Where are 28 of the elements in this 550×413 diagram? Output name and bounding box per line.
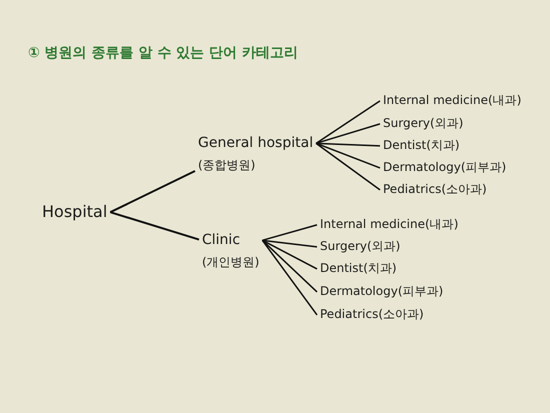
branch-line <box>262 240 318 270</box>
category-label: Surgery(외과) <box>320 240 400 254</box>
korean-label: (개인병원) <box>202 256 260 270</box>
category-label: Internal medicine(내과) <box>383 94 522 108</box>
branch-line <box>316 123 380 144</box>
category-label: Surgery(외과) <box>383 117 464 131</box>
branch-line <box>262 240 318 248</box>
branch-line <box>316 142 380 169</box>
branch-line <box>262 240 318 316</box>
branch-line <box>316 142 380 147</box>
category-label: Hospital <box>42 203 108 222</box>
category-label: Dentist(치과) <box>383 139 460 153</box>
korean-label: (종합병원) <box>198 159 256 173</box>
heading: ① 병원의 종류를 알 수 있는 단어 카테고리 <box>28 44 298 62</box>
category-label: Dermatology(피부과) <box>383 161 506 175</box>
category-label: Pediatrics(소아과) <box>320 308 424 322</box>
category-label: Internal medicine(내과) <box>320 218 458 232</box>
category-label: Dermatology(피부과) <box>320 285 444 299</box>
branch-line <box>110 170 196 214</box>
category-label: Pediatrics(소아과) <box>383 183 487 197</box>
branch-line <box>316 142 380 190</box>
category-label: Dentist(치과) <box>320 262 397 276</box>
category-label: Clinic <box>202 232 242 248</box>
branch-line <box>262 240 318 292</box>
branch-line <box>262 224 318 242</box>
branch-line <box>316 100 380 144</box>
branch-line <box>110 211 200 241</box>
category-label: General hospital <box>198 135 314 152</box>
